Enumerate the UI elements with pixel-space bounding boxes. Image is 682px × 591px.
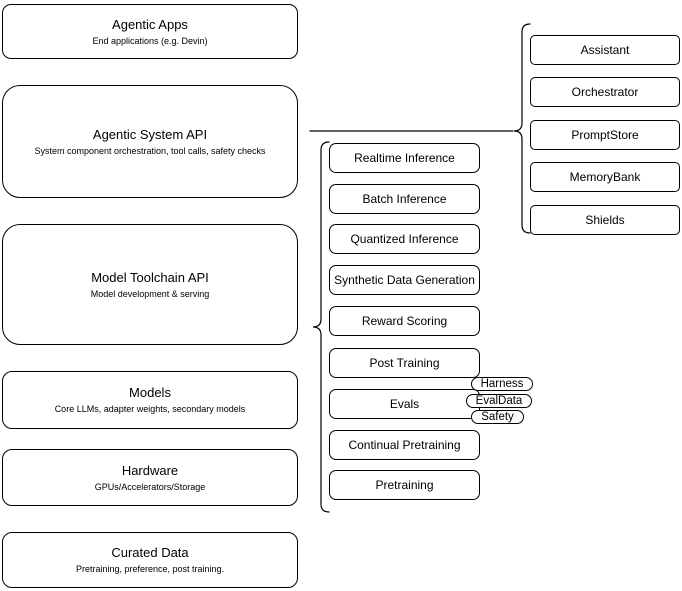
evals-pill-evaldata: EvalData [466, 394, 532, 408]
layer-box-curated-data: Curated Data Pretraining, preference, po… [2, 532, 298, 588]
component-box-orchestrator: Orchestrator [530, 77, 680, 107]
component-box-memorybank: MemoryBank [530, 162, 680, 192]
layer-title: Model Toolchain API [91, 269, 209, 285]
evals-pill-harness: Harness [471, 377, 533, 391]
toolchain-box-evals: Evals [329, 389, 480, 419]
layer-subtitle: End applications (e.g. Devin) [92, 35, 208, 46]
layer-subtitle: Model development & serving [90, 288, 210, 299]
layer-box-hardware: Hardware GPUs/Accelerators/Storage [2, 449, 298, 506]
layer-title: Curated Data [111, 545, 189, 560]
system-components-brace [513, 23, 531, 234]
layer-box-agentic-system-api: Agentic System API System component orch… [2, 85, 298, 198]
toolchain-box-realtime-inference: Realtime Inference [329, 143, 480, 173]
layer-subtitle: GPUs/Accelerators/Storage [94, 481, 206, 492]
layer-box-model-toolchain-api: Model Toolchain API Model development & … [2, 224, 298, 345]
layer-title: Agentic System API [92, 126, 208, 142]
toolchain-box-pretraining: Pretraining [329, 470, 480, 500]
toolchain-box-reward-scoring: Reward Scoring [329, 306, 480, 336]
toolchain-box-post-training: Post Training [329, 348, 480, 378]
toolchain-services-brace [312, 141, 330, 513]
component-box-promptstore: PromptStore [530, 120, 680, 150]
toolchain-box-synthetic-data-generation: Synthetic Data Generation [329, 265, 480, 295]
toolchain-box-continual-pretraining: Continual Pretraining [329, 430, 480, 460]
layer-box-models: Models Core LLMs, adapter weights, secon… [2, 371, 298, 429]
evals-pill-safety: Safety [471, 410, 524, 424]
layer-title: Hardware [121, 462, 179, 478]
layer-subtitle: System component orchestration, tool cal… [34, 145, 266, 156]
layer-box-agentic-apps: Agentic Apps End applications (e.g. Devi… [2, 4, 298, 59]
component-box-shields: Shields [530, 205, 680, 235]
toolchain-box-batch-inference: Batch Inference [329, 184, 480, 214]
toolchain-box-quantized-inference: Quantized Inference [329, 224, 480, 254]
layer-subtitle: Core LLMs, adapter weights, secondary mo… [54, 404, 246, 414]
layer-title: Models [129, 385, 171, 400]
layer-subtitle: Pretraining, preference, post training. [75, 564, 225, 574]
layer-title: Agentic Apps [112, 16, 188, 32]
component-box-assistant: Assistant [530, 35, 680, 65]
